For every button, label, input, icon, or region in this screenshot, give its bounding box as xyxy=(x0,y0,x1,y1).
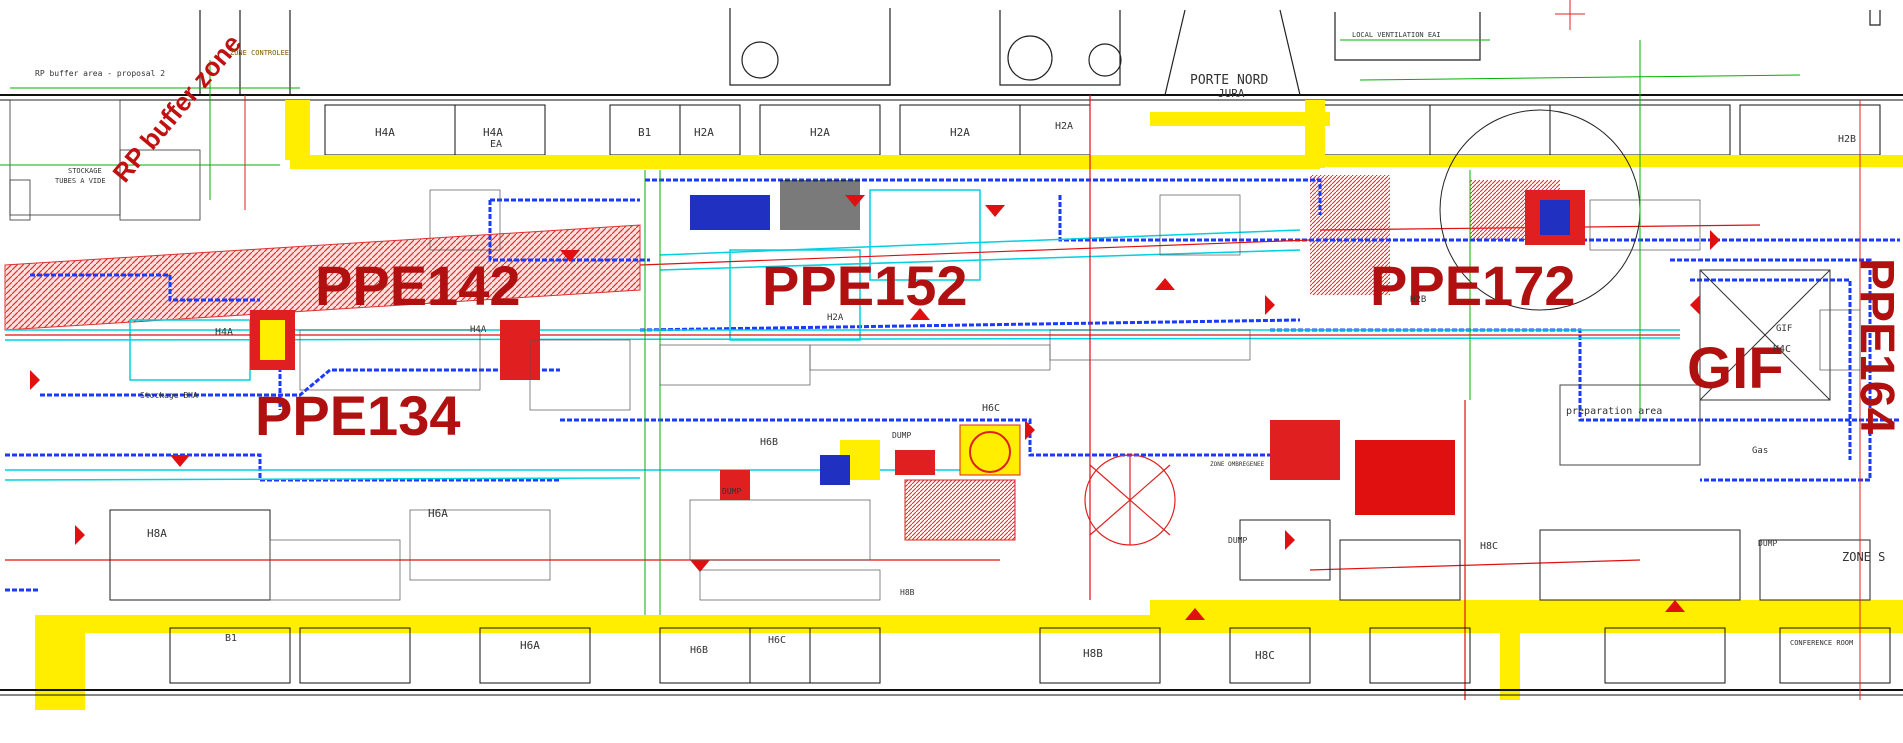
top-building-outline xyxy=(199,8,1881,96)
label-zone-ombre: ZONE OMBREGENEE xyxy=(1210,461,1265,468)
label-h6b-bottom: H6B xyxy=(690,645,709,656)
label-h4a-mid2: H4A xyxy=(470,325,487,335)
zone-label-ppe152: PPE152 xyxy=(762,254,968,317)
label-h8c-bottom: H8C xyxy=(1255,649,1275,662)
label-zone-controle: ZONE CONTROLEE xyxy=(230,49,290,57)
label-h6a: H6A xyxy=(428,507,448,520)
label-h6c-bottom: H6C xyxy=(768,635,787,646)
label-h8b-bottom: H8B xyxy=(1083,647,1103,660)
label-h2a-1: H2A xyxy=(694,126,714,139)
label-dump-1: DUMP xyxy=(722,487,742,496)
label-gas: Gas xyxy=(1752,446,1769,456)
label-porte-nord: PORTE NORD xyxy=(1190,73,1269,88)
top-barracks xyxy=(324,104,1881,156)
label-h4c: H4C xyxy=(1773,344,1792,355)
label-ea: EA xyxy=(490,139,503,150)
hatched-region-left xyxy=(4,224,641,331)
zone-label-ppe164: PPE164 xyxy=(1850,258,1903,435)
label-h6a-bottom: H6A xyxy=(520,639,540,652)
label-h4a-2: H4A xyxy=(483,126,503,139)
label-dump-4: DUMP xyxy=(1758,539,1778,548)
label-h8b: H8B xyxy=(900,588,915,597)
crossed-circle xyxy=(1084,454,1176,546)
label-h2b-right: H2B xyxy=(1838,134,1857,145)
zone-label-ppe142: PPE142 xyxy=(315,254,521,317)
prep-area-box xyxy=(1559,384,1701,466)
label-stockage: Stockage BHA xyxy=(140,391,198,400)
hatched-block-mid xyxy=(1310,175,1390,295)
zone-label-ppe172: PPE172 xyxy=(1370,254,1576,317)
label-h4a-mid: H4A xyxy=(215,327,234,338)
label-rp-buffer-proposal: RP buffer area - proposal 2 xyxy=(35,69,166,78)
equipment-blocks xyxy=(269,189,1861,601)
label-h6c: H6C xyxy=(982,403,1001,414)
label-zone-s: ZONE S xyxy=(1842,550,1886,564)
label-b1: B1 xyxy=(638,126,652,139)
label-h2a-4: H2A xyxy=(1055,121,1074,132)
label-h8a: H8A xyxy=(147,527,167,540)
label-h2b: H2B xyxy=(1410,295,1427,305)
label-h6b: H6B xyxy=(760,437,779,448)
gif-box xyxy=(1699,269,1831,401)
label-gif-small: GIF xyxy=(1776,324,1793,334)
label-h2a-2: H2A xyxy=(810,126,830,139)
label-h2a-3: H2A xyxy=(950,126,970,139)
label-dump-3: DUMP xyxy=(1228,536,1248,545)
zone-label-ppe134: PPE134 xyxy=(255,384,461,447)
label-stockage-left: STOCKAGE xyxy=(68,167,102,175)
label-h4a-1: H4A xyxy=(375,126,395,139)
left-top-area xyxy=(9,99,201,221)
label-b1-bottom: B1 xyxy=(225,633,238,644)
red-markers xyxy=(30,195,1720,620)
label-prep: preparation area xyxy=(1566,406,1663,417)
label-conference: CONFERENCE ROOM xyxy=(1790,639,1854,647)
zone-label-gif: GIF xyxy=(1687,336,1784,401)
detector-clusters xyxy=(250,180,1585,541)
label-dump-2: DUMP xyxy=(892,431,912,440)
bottom-barracks xyxy=(169,627,1891,684)
label-local-ventilation: LOCAL VENTILATION EAI xyxy=(1352,31,1441,39)
label-h8c: H8C xyxy=(1480,541,1499,552)
label-jura: JURA xyxy=(1218,87,1245,100)
label-h2a-mid: H2A xyxy=(827,313,844,323)
label-tubes: TUBES A VIDE xyxy=(55,177,106,185)
